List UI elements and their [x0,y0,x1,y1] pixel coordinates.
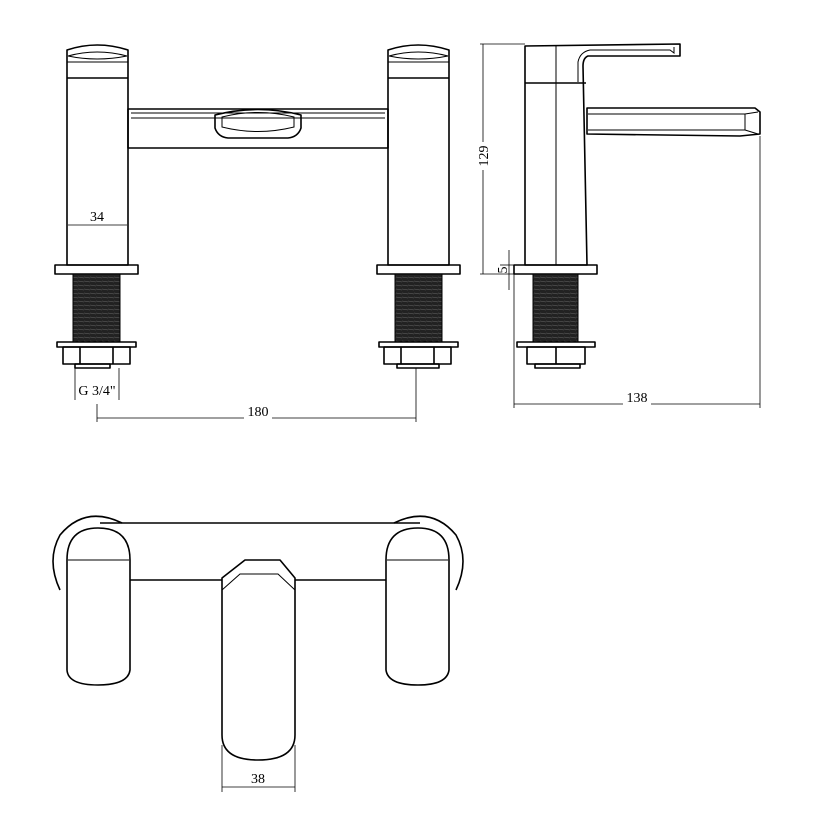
top-view: 38 [52,515,464,792]
spout [586,107,761,137]
front-view: 34 G 3/4" 180 [54,44,461,422]
left-pillar [54,44,139,369]
dim-label-thread: G 3/4" [78,384,115,399]
dim-pillar-width: 34 [68,210,127,226]
bridge [127,108,389,149]
dim-thread: G 3/4" [74,368,120,400]
dim-label-138: 138 [627,391,648,406]
dim-spout-width: 38 [221,745,296,792]
dim-height: 129 [474,43,525,275]
dim-label-180: 180 [248,405,269,420]
dim-projection: 138 [513,136,761,408]
side-view: 129 5 138 [474,43,761,408]
dim-label-5: 5 [496,267,511,274]
dim-label-34: 34 [90,210,104,225]
dim-label-38: 38 [251,772,265,787]
dim-label-129: 129 [477,146,492,167]
right-pillar [376,44,461,369]
dim-base: 5 [496,250,514,290]
dim-centres: 180 [96,368,417,422]
